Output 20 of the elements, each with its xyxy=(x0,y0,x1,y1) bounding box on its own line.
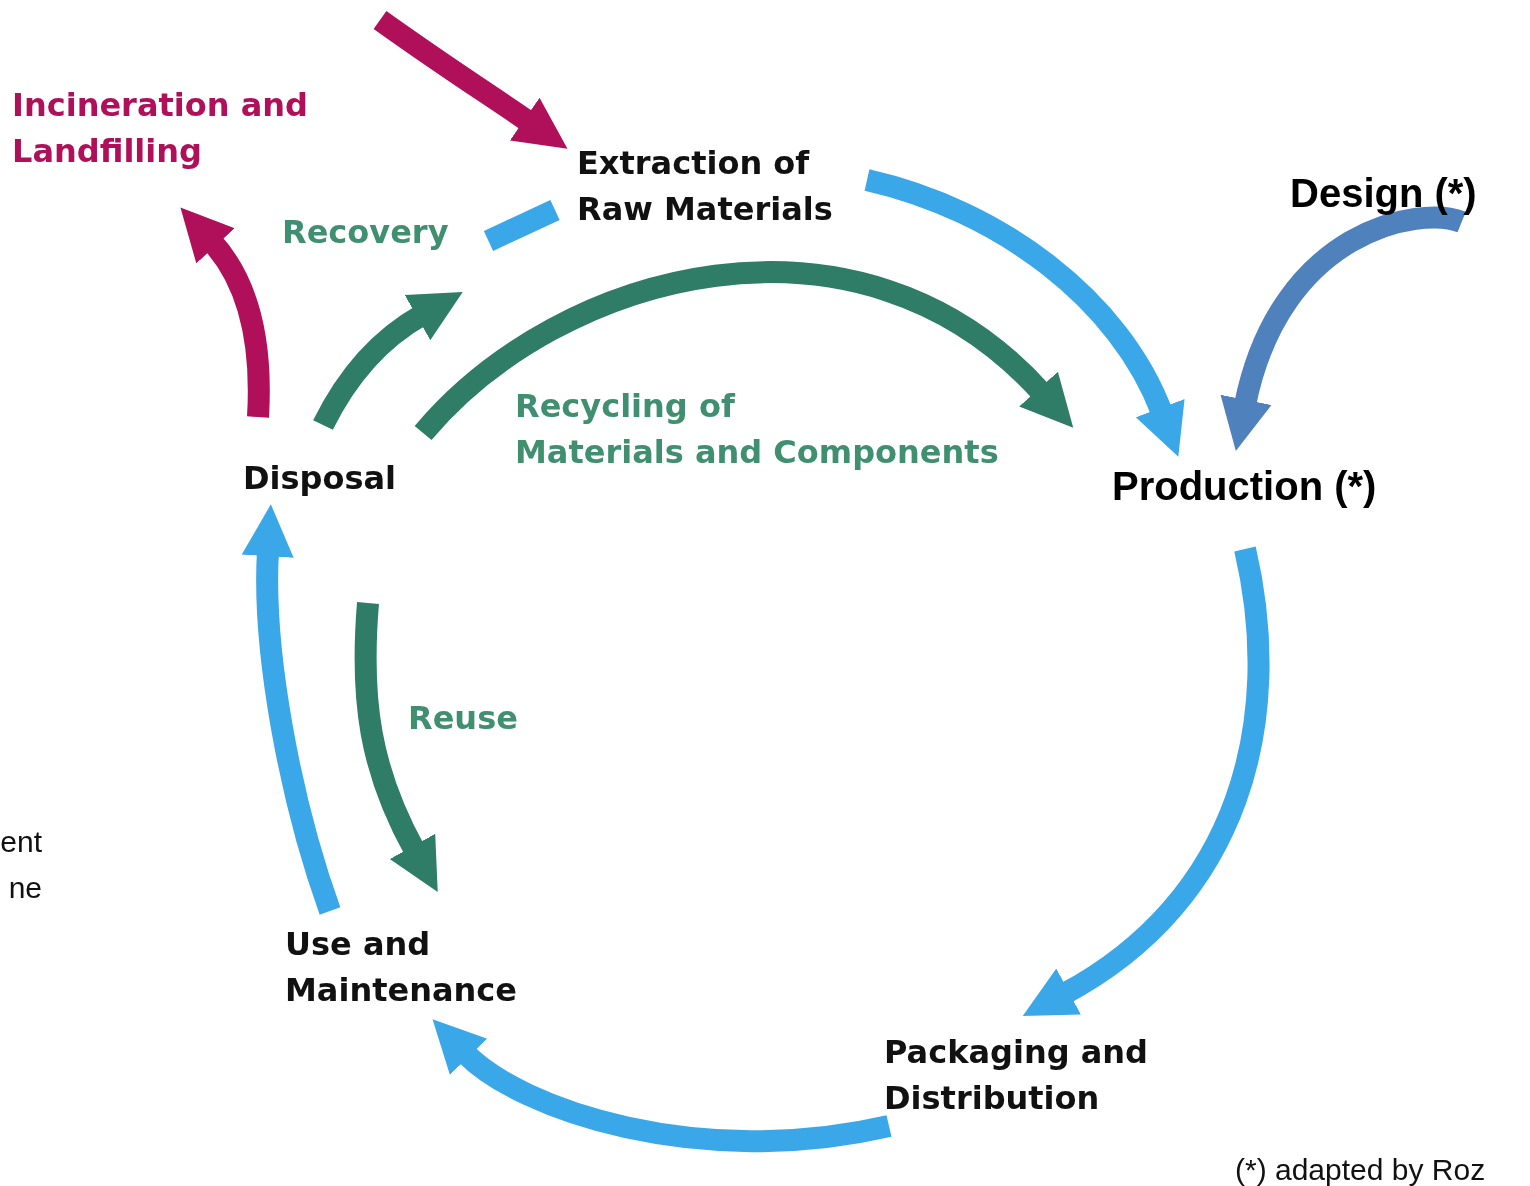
arrow xyxy=(864,169,1184,456)
note-text: ne xyxy=(7,870,42,906)
stage-label: Packaging and Distribution xyxy=(884,1029,1194,1121)
arrow xyxy=(313,290,463,431)
stage-label: Use and Maintenance xyxy=(285,921,565,1013)
stage-label: Production (*) xyxy=(1112,463,1377,509)
arrow xyxy=(373,11,568,149)
arrow xyxy=(182,206,270,418)
footnote: (*) adapted by Roz xyxy=(1235,1152,1486,1186)
stage-label: Extraction of Raw Materials xyxy=(577,140,877,232)
stage-label: Disposal xyxy=(243,455,397,501)
stage-label: Design (*) xyxy=(1290,170,1477,216)
stage-label: Recovery xyxy=(282,209,449,255)
edge-label: Reuse xyxy=(408,698,519,739)
note-text: ent xyxy=(0,824,42,860)
stage-label: Incineration and Landfilling xyxy=(12,82,362,174)
edge-label: Recycling of Materials and Components xyxy=(515,386,1000,473)
arrow xyxy=(241,504,341,915)
arrow xyxy=(1024,546,1270,1019)
arrow xyxy=(354,602,437,893)
